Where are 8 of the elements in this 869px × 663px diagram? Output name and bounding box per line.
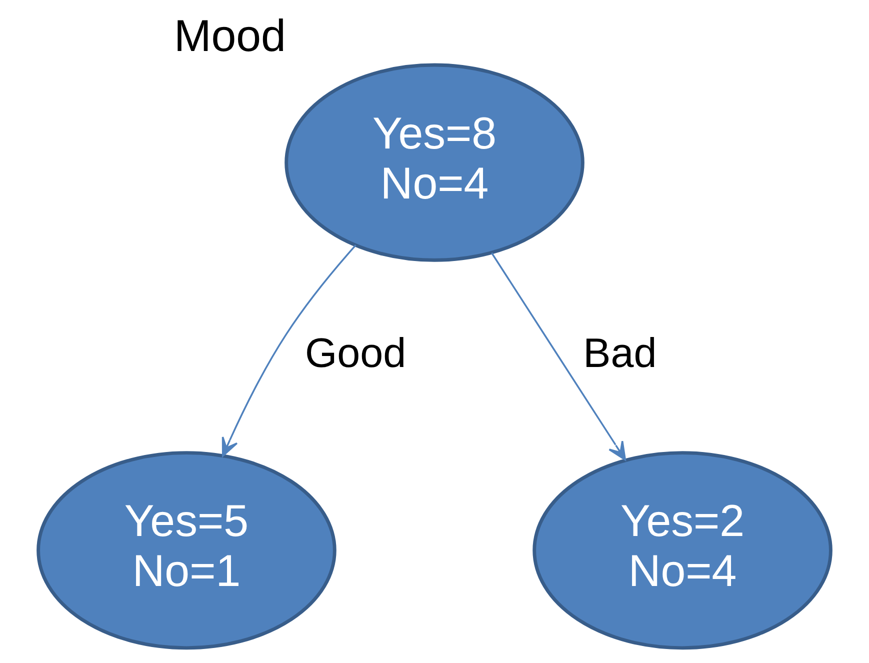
- node-ellipse: Yes=8 No=4: [284, 63, 584, 262]
- node-label: Mood: [174, 11, 286, 62]
- node-ellipse: Yes=2 No=4: [532, 451, 832, 650]
- node-ellipse: Yes=5 No=1: [36, 451, 336, 650]
- edge-label: Bad: [583, 330, 657, 376]
- edge-label: Good: [304, 330, 406, 376]
- arrow: [490, 252, 626, 461]
- arrow: [222, 244, 356, 457]
